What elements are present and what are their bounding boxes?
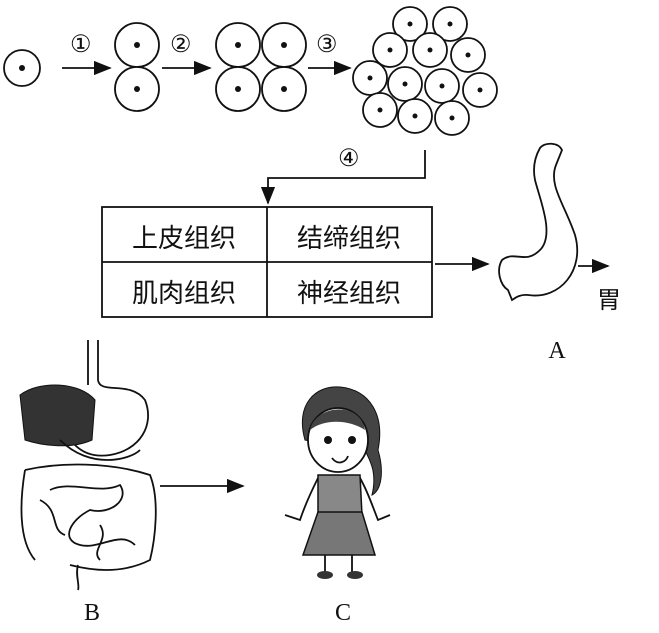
two-cells: [114, 22, 160, 112]
tissue-epithelial: 上皮组织: [132, 224, 236, 254]
digestive-system: [19, 340, 157, 591]
label-a: A: [548, 338, 566, 364]
arrow-step-4: [260, 150, 426, 205]
stomach-organ: [498, 142, 579, 302]
label-b: B: [84, 600, 100, 626]
girl-figure: [284, 386, 391, 579]
step-4-label: ④: [338, 146, 360, 172]
tissue-muscle: 肌肉组织: [132, 279, 236, 309]
tissue-table: 上皮组织 结缔组织 肌肉组织 神经组织: [101, 206, 433, 318]
tissue-nervous: 神经组织: [297, 279, 401, 309]
four-cells: [215, 22, 307, 112]
tissue-connective: 结缔组织: [297, 224, 401, 254]
step-1-label: ①: [70, 32, 92, 58]
single-cell: [3, 49, 41, 87]
step-2-label: ②: [170, 32, 192, 58]
step-3-label: ③: [316, 32, 338, 58]
label-c: C: [335, 600, 351, 626]
stomach-label: 胃: [597, 286, 621, 314]
cell-cluster: [352, 6, 498, 136]
